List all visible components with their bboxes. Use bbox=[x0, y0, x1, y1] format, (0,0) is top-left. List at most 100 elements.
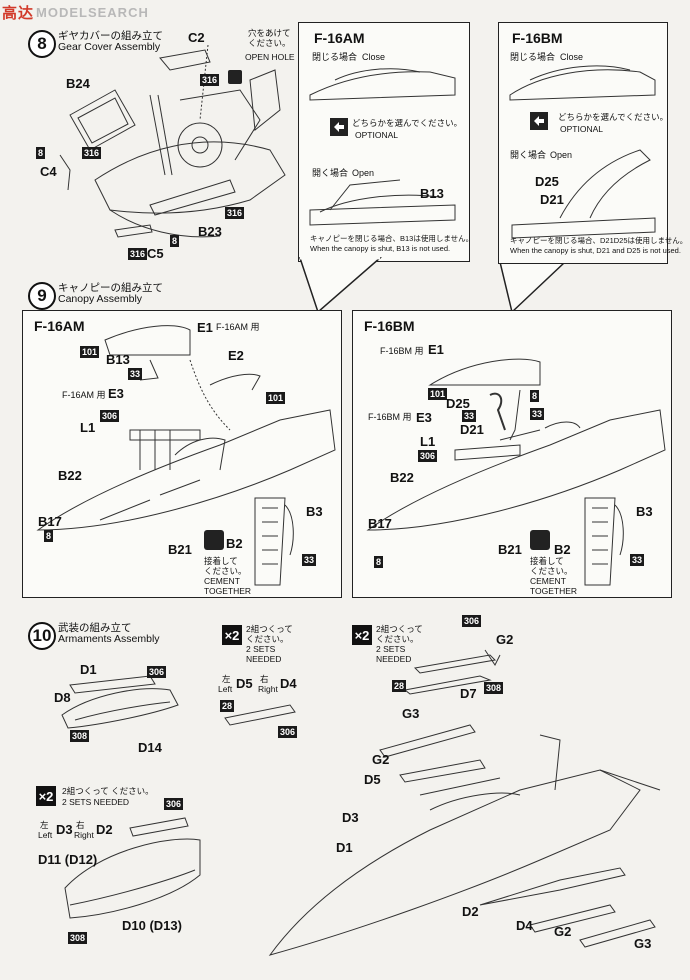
arm-d2-label: D2 bbox=[462, 904, 479, 919]
f16bm-cement-jp: 接着して ください。 bbox=[530, 556, 573, 576]
f16am-optional-en: OPTIONAL bbox=[355, 130, 398, 140]
f16am-e2-label: E2 bbox=[228, 348, 244, 363]
sets-needed-jp: 2組つくって ください。 bbox=[376, 624, 423, 644]
f16bm-optional-en: OPTIONAL bbox=[560, 124, 603, 134]
f16am-canopy-option-box bbox=[298, 22, 470, 262]
f16am-e3-pre: F-16AM 用 bbox=[62, 390, 106, 400]
part-c5-label: C5 bbox=[147, 246, 164, 261]
paint-tag: 308 bbox=[484, 682, 504, 694]
f16am-b2-label: B2 bbox=[226, 536, 243, 551]
paint-tag: 316 bbox=[200, 74, 220, 86]
f16am-b13-label: B13 bbox=[420, 186, 444, 201]
arm-d1-label: D1 bbox=[80, 662, 97, 677]
paint-tag: 8 bbox=[530, 390, 540, 402]
paint-tag: 33 bbox=[128, 368, 143, 380]
drill-hole-icon bbox=[228, 70, 242, 84]
multiplier-badge: ×2 bbox=[222, 625, 242, 645]
step-8-title-en: Gear Cover Assembly bbox=[58, 41, 161, 53]
step-10-title-en: Armaments Assembly bbox=[58, 633, 160, 645]
paint-tag: 306 bbox=[164, 798, 184, 810]
left-jp: 左 bbox=[40, 820, 49, 830]
f16bm-open-en: Open bbox=[550, 150, 573, 160]
step-9-number: 9 bbox=[28, 282, 56, 310]
paint-tag: 8 bbox=[374, 556, 384, 568]
f16bm-e3-pre: F-16BM 用 bbox=[368, 412, 412, 422]
f16bm-note-jp: キャノピーを閉じる場合、D21D25は使用しません。 bbox=[510, 236, 688, 245]
f16am-b13-label: B13 bbox=[106, 352, 130, 367]
paint-tag: 306 bbox=[278, 726, 298, 738]
f16am-e1-note: F-16AM 用 bbox=[216, 322, 260, 332]
f16am-b21-label: B21 bbox=[168, 542, 192, 557]
f16am-open-jp: 開く場合 bbox=[312, 168, 349, 178]
arm-d1b-label: D1 bbox=[336, 840, 353, 855]
f16am-cement-jp: 接着して ください。 bbox=[204, 556, 247, 576]
f16bm-l1-label: L1 bbox=[420, 434, 436, 449]
paint-tag: 306 bbox=[462, 615, 482, 627]
paint-tag: 308 bbox=[70, 730, 90, 742]
paint-tag: 101 bbox=[428, 388, 448, 400]
arm-g2b-label: G2 bbox=[372, 752, 390, 767]
paint-tag: 306 bbox=[100, 410, 120, 422]
f16am-e1-label: E1 bbox=[197, 320, 213, 335]
step-9-title-en: Canopy Assembly bbox=[58, 293, 143, 305]
arm-d11-label: D11 (D12) bbox=[38, 852, 98, 867]
cement-icon bbox=[530, 530, 550, 550]
f16am-note-en: When the canopy is shut, B13 is not used… bbox=[310, 244, 451, 253]
f16bm-e3-label: E3 bbox=[416, 410, 432, 425]
f16bm-close-jp: 閉じる場合 bbox=[510, 52, 556, 62]
f16am-b3-label: B3 bbox=[306, 504, 323, 519]
step-8-title-jp: ギヤカバーの組み立て bbox=[58, 30, 163, 42]
f16am-b22-label: B22 bbox=[58, 468, 82, 483]
f16bm-e1-pre: F-16BM 用 bbox=[380, 346, 424, 356]
f16bm-b3-label: B3 bbox=[636, 504, 653, 519]
f16bm-b2-label: B2 bbox=[554, 542, 571, 557]
f16am-b17-label: B17 bbox=[38, 514, 62, 529]
f16bm-d25-label: D25 bbox=[446, 396, 470, 411]
cement-icon bbox=[204, 530, 224, 550]
f16bm-d21-label: D21 bbox=[540, 192, 564, 207]
right-jp: 右 bbox=[76, 820, 85, 830]
arm-d3b-label: D3 bbox=[56, 822, 73, 837]
paint-tag: 316 bbox=[82, 147, 102, 159]
arm-d4b-label: D4 bbox=[516, 918, 533, 933]
paint-tag: 306 bbox=[418, 450, 438, 462]
f16bm-optional-jp: どちらかを選んでください。 bbox=[558, 112, 669, 122]
arm-g2c-label: G2 bbox=[554, 924, 572, 939]
paint-tag: 308 bbox=[68, 932, 88, 944]
paint-tag: 8 bbox=[36, 147, 46, 159]
arm-d3-label: D3 bbox=[342, 810, 359, 825]
step-8-number: 8 bbox=[28, 30, 56, 58]
part-b23-label: B23 bbox=[198, 224, 222, 239]
f16am-e3-label: E3 bbox=[108, 386, 124, 401]
f16am-cement-en: CEMENT TOGETHER bbox=[204, 576, 252, 596]
open-hole-jp: 穴をあけて ください。 bbox=[248, 28, 291, 48]
paint-tag: 28 bbox=[220, 700, 235, 712]
arm-d10-label: D10 (D13) bbox=[122, 918, 182, 933]
multiplier-badge: ×2 bbox=[352, 625, 372, 645]
step-10-number: 10 bbox=[28, 622, 56, 650]
paint-tag: 33 bbox=[462, 410, 477, 422]
f16bm-note-en: When the canopy is shut, D21 and D25 is … bbox=[510, 246, 681, 255]
sets-needed-en: 2 SETS NEEDED bbox=[376, 644, 412, 664]
f16bm-e1-label: E1 bbox=[428, 342, 444, 357]
f16am-note-jp: キャノピーを閉じる場合、B13は使用しません。 bbox=[310, 234, 474, 243]
f16bm-cement-en: CEMENT TOGETHER bbox=[530, 576, 578, 596]
arm-d5b-label: D5 bbox=[364, 772, 381, 787]
step-9-title-jp: キャノピーの組み立て bbox=[58, 282, 163, 294]
f16bm-b17-label: B17 bbox=[368, 516, 392, 531]
part-b24-label: B24 bbox=[66, 76, 90, 91]
f16bm-open-jp: 開く場合 bbox=[510, 150, 547, 160]
left-en: Left bbox=[38, 830, 53, 840]
arm-d14-label: D14 bbox=[138, 740, 162, 755]
watermark-text: MODELSEARCH bbox=[36, 4, 149, 20]
step-10-title-jp: 武装の組み立て bbox=[58, 622, 132, 634]
watermark: 高达 MODELSEARCH bbox=[2, 2, 149, 22]
arm-d5-label: D5 bbox=[236, 676, 253, 691]
paint-tag: 8 bbox=[170, 235, 180, 247]
f16bm-d21-label: D21 bbox=[460, 422, 484, 437]
f16bm-b21-label: B21 bbox=[498, 542, 522, 557]
f16bm-canopy-option-box bbox=[498, 22, 668, 264]
